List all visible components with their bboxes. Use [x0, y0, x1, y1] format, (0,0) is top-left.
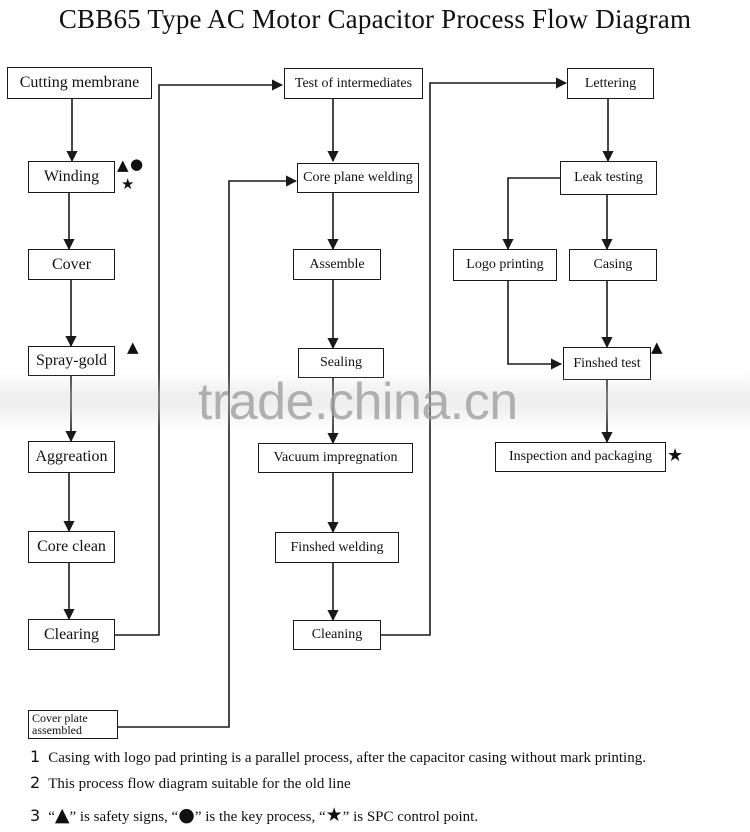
arrow-logo-to-finshedtest [507, 281, 563, 370]
node-aggreation: Aggreation [28, 441, 115, 473]
node-lettering: Lettering [567, 68, 654, 99]
note-3: 3 “▲” is safety signs, “●” is the key pro… [30, 804, 478, 826]
note-1: 1 Casing with logo pad printing is a para… [30, 747, 646, 767]
note-number: 3 [30, 806, 41, 825]
arrow-cleaning-to-lettering [381, 77, 568, 636]
safety-triangle-icon: ▲ [54, 804, 70, 826]
arrow-coverplate-to-coreplane [118, 175, 298, 728]
watermark-band [0, 372, 750, 430]
node-core-clean: Core clean [28, 531, 115, 563]
node-core-plane-welding: Core plane welding [297, 163, 419, 193]
note-text: Casing with logo pad printing is a paral… [48, 750, 646, 766]
node-label: Cutting membrane [19, 74, 140, 91]
node-finshed-welding: Finshed welding [275, 532, 399, 563]
node-label: Winding [43, 168, 100, 185]
node-label: Cleaning [311, 627, 363, 642]
node-label: Cover plate assembled [32, 711, 88, 737]
node-cover-plate-assembled: Cover plate assembled [28, 710, 118, 739]
diagram-title: CBB65 Type AC Motor Capacitor Process Fl… [58, 4, 692, 34]
safety-triangle-icon: ▲ [127, 338, 139, 356]
node-label: Sealing [320, 355, 362, 370]
safety-triangle-icon: ▲ [651, 338, 663, 356]
node-label: Inspection and packaging [508, 449, 653, 464]
node-clearing: Clearing [28, 619, 115, 650]
watermark-text: trade.china.cn [198, 373, 518, 431]
arrow-leak-to-logo [502, 177, 560, 251]
node-label: Finshed test [573, 355, 641, 371]
note-text: ” is safety signs, “ [69, 809, 179, 825]
node-label: Test of intermediates [294, 75, 413, 91]
note-quote-open: “ [48, 809, 55, 825]
spc-star-icon: ★ [667, 445, 684, 466]
spc-star-icon: ★ [325, 804, 343, 826]
node-label: Vacuum impregnation [273, 450, 398, 465]
note-number: 2 [30, 773, 41, 792]
node-label: Aggreation [35, 448, 108, 465]
node-label: Logo printing [466, 257, 544, 272]
node-finshed-test: Finshed test [563, 347, 651, 380]
node-label: Core plane welding [303, 170, 413, 185]
node-casing: Casing [569, 249, 657, 281]
node-leak-testing: Leak testing [560, 161, 657, 195]
node-label: Clearing [43, 625, 100, 643]
node-test-of-intermediates: Test of intermediates [284, 68, 423, 99]
key-process-circle-icon: ● [178, 804, 195, 826]
node-logo-printing: Logo printing [453, 249, 557, 281]
node-label: Finshed welding [290, 539, 384, 555]
node-winding: Winding [28, 161, 115, 193]
node-sealing: Sealing [298, 348, 384, 378]
node-label: Cover [51, 255, 92, 273]
node-label: Leak testing [574, 170, 643, 185]
note-text: ” is SPC control point. [342, 809, 479, 825]
node-spray-gold: Spray-gold [28, 346, 115, 376]
node-label: Assemble [309, 256, 365, 272]
node-cover: Cover [28, 249, 115, 280]
arrow-clearing-to-test [115, 79, 284, 636]
node-assemble: Assemble [293, 249, 381, 280]
node-cleaning: Cleaning [293, 620, 381, 650]
safety-triangle-icon: ▲ [117, 156, 129, 174]
node-cutting-membrane: Cutting membrane [7, 67, 152, 99]
note-number: 1 [30, 747, 41, 766]
note-text: This process flow diagram suitable for t… [48, 776, 351, 792]
node-label: Spray-gold [35, 352, 108, 369]
note-2: 2 This process flow diagram suitable for … [30, 773, 351, 793]
key-process-circle-icon: ● [130, 155, 144, 173]
spc-star-icon: ★ [121, 175, 135, 193]
note-text: ” is the key process, “ [194, 809, 326, 825]
node-inspection-and-packaging: Inspection and packaging [495, 442, 666, 472]
node-label: Casing [593, 257, 633, 272]
node-vacuum-impregnation: Vacuum impregnation [258, 443, 413, 473]
node-label: Core clean [37, 538, 106, 555]
node-label: Lettering [584, 75, 637, 91]
